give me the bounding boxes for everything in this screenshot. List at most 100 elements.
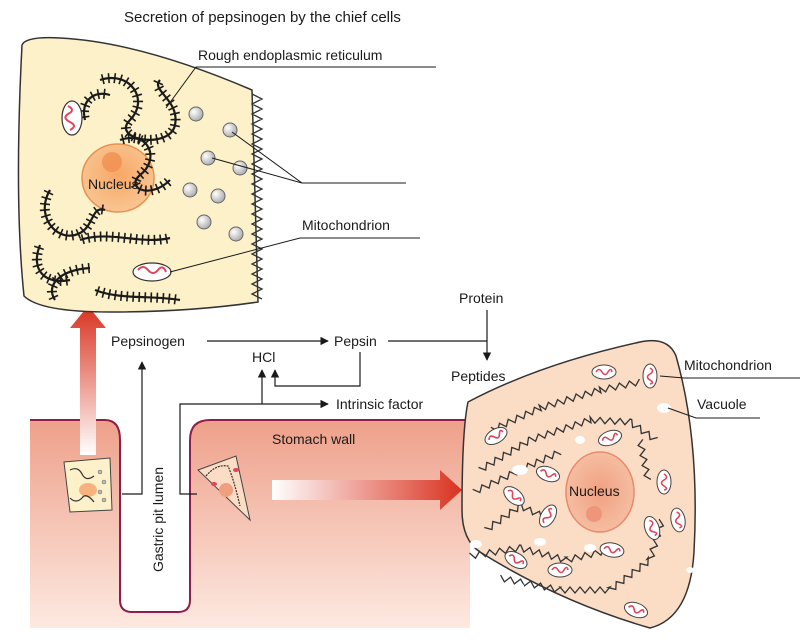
- parietal-mitochondrion-label: Mitochondrion: [684, 357, 772, 373]
- ribosome-tick: [33, 245, 44, 251]
- ribosome-tick: [70, 230, 75, 241]
- parietal-nucleus: [565, 451, 635, 533]
- ribosome-tick: [155, 134, 159, 145]
- ribosome-tick: [89, 91, 96, 101]
- ribosome-tick: [75, 229, 82, 239]
- chief-mitochondrion-top: [61, 100, 83, 136]
- rough-er-leader: [165, 66, 436, 109]
- ribosome-tick: [120, 134, 125, 145]
- secretory-granule: [200, 150, 216, 166]
- ribosome-tick: [154, 183, 161, 194]
- ribosome-tick: [75, 264, 79, 275]
- ribosome-tick: [158, 89, 168, 98]
- parietal-vacuoles: [470, 403, 694, 589]
- small-chief-cell: [63, 457, 113, 513]
- ribosome-tick: [154, 85, 165, 92]
- ribosome-tick: [48, 294, 59, 301]
- parietal-mitochondrion: [599, 542, 625, 558]
- ribosome-tick: [118, 74, 123, 85]
- er-strand: [82, 92, 111, 121]
- ribosome-tick: [127, 114, 137, 122]
- ribosome-tick: [83, 96, 93, 104]
- ribosome-tick: [93, 231, 96, 242]
- ribosome-tick: [35, 267, 45, 275]
- parietal-mitochondrion: [504, 550, 528, 570]
- ribosome-tick: [133, 133, 137, 144]
- ribosome-tick: [113, 290, 117, 301]
- secretory-granule: [188, 106, 204, 122]
- hcl-label: HCl: [252, 349, 275, 365]
- secretory-granule: [222, 122, 238, 138]
- ribosome-tick: [167, 293, 171, 304]
- mitochondrion-cristae: [627, 605, 645, 614]
- mitochondrion-membrane: [547, 562, 573, 578]
- ribosome-tick: [149, 185, 154, 196]
- parietal-mitochondrion: [535, 465, 561, 483]
- mitochondrion-cristae: [674, 511, 683, 529]
- vacuole: [512, 465, 528, 475]
- ribosome-tick: [159, 234, 162, 245]
- ribosome-tick: [117, 232, 120, 243]
- pepsin-label: Pepsin: [334, 333, 377, 349]
- vacuole: [470, 540, 482, 548]
- ribosome-tick: [122, 77, 130, 87]
- ribosome-tick: [153, 79, 164, 86]
- mitochondrion-cristae: [660, 473, 668, 491]
- canaliculus: [500, 518, 665, 595]
- parietal-mitochondrion: [591, 364, 617, 380]
- ribosome-tick: [120, 126, 131, 130]
- ribosome-tick: [51, 276, 61, 285]
- ribosome-tick: [130, 182, 141, 188]
- parietal-mitochondrion: [656, 469, 672, 495]
- vacuole: [584, 544, 596, 552]
- secretory-granule: [182, 182, 198, 198]
- vacuole: [686, 567, 694, 573]
- ribosome-tick: [132, 93, 143, 98]
- ribosome-tick: [65, 275, 69, 286]
- chief-mitochondrion-bottom: [132, 262, 172, 282]
- ribosome-tick: [65, 230, 68, 241]
- ribosome-tick: [129, 86, 140, 94]
- ribosome-tick: [47, 283, 58, 289]
- ribosome-tick: [52, 226, 60, 236]
- ribosome-tick: [169, 123, 180, 128]
- rough-er: [31, 73, 181, 305]
- ribosome-tick: [80, 234, 85, 245]
- canaliculus: [478, 414, 658, 471]
- ribosome-tick: [126, 291, 129, 302]
- ribosome-tick: [80, 102, 91, 108]
- ribosome-tick: [79, 226, 88, 236]
- pepsin-feedback-arrow: [270, 352, 361, 387]
- ribosome-tick: [40, 271, 48, 280]
- ribosome-tick: [163, 177, 172, 187]
- mitochondrion-cristae: [595, 368, 613, 376]
- ribosome-tick: [85, 218, 96, 225]
- chief-mitochondrion-leader: [169, 237, 420, 273]
- chief-mitochondrion-label: Mitochondrion: [302, 217, 390, 233]
- vacuole: [516, 583, 524, 589]
- secretory-granule: [210, 188, 226, 204]
- chief-secretion-arrow: [122, 361, 147, 495]
- ribosome-tick: [43, 189, 54, 196]
- ribosome-tick: [126, 81, 135, 90]
- parietal-mitochondrion: [484, 426, 508, 446]
- stomach-wall: [30, 419, 470, 628]
- ribosome-tick: [168, 105, 178, 111]
- ribosome-tick: [137, 184, 143, 195]
- secretory-granule: [196, 214, 212, 230]
- ribosome-tick: [123, 118, 133, 126]
- diagram-title: Secretion of pepsinogen by the chief cel…: [124, 9, 401, 26]
- ribosome-tick: [160, 132, 166, 143]
- enlarge-up-arrow: [70, 306, 106, 455]
- mitochondrion-membrane: [591, 364, 617, 380]
- ribosome-tick: [169, 111, 180, 116]
- mitochondrion-cristae: [601, 432, 619, 441]
- ribosome-tick: [96, 89, 100, 100]
- parietal-nucleus-label: Nucleus: [569, 483, 620, 499]
- ribosome-tick: [145, 152, 156, 156]
- ribosome-tick: [32, 251, 43, 256]
- ribosome-tick: [140, 166, 149, 175]
- ribosome-tick: [102, 88, 106, 99]
- secretory-granule: [228, 226, 244, 242]
- mitochondrion-cristae: [488, 429, 504, 441]
